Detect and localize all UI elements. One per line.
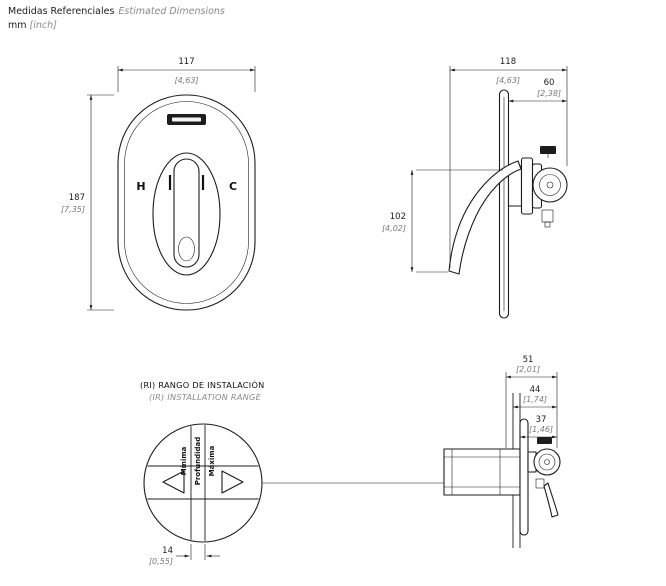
handle-lever (173, 158, 200, 268)
handle-cap-screw-section (544, 459, 550, 465)
label-profundidad: Profundidad (194, 437, 202, 486)
handle-cap-outer (532, 167, 568, 203)
sheet-title-es: Medidas Referenciales (8, 6, 114, 17)
dim-mm: 14 (162, 546, 173, 556)
cold-label: C (229, 180, 237, 193)
front-height-dimension: 187 [7,35] (61, 94, 114, 311)
install-title-es: (RI) RANGO DE INSTALACIÓN (140, 379, 265, 390)
lever-blade-section (543, 482, 559, 518)
valve-body (443, 448, 521, 496)
handle-cap-outer-section (533, 448, 561, 476)
dim-mm: 44 (530, 385, 541, 395)
dim-inch: [0,55] (149, 557, 173, 566)
handle-ring (152, 152, 221, 276)
installation-detail-circle: Mínima Profundidad Máxima (143, 423, 263, 543)
dim-inch: [2,38] (537, 89, 561, 98)
sheet-title: Medidas Referenciales Estimated Dimension… (8, 6, 225, 17)
range-arrow-left (162, 470, 185, 494)
valve-hub (520, 157, 534, 215)
dim-inch: [2,01] (516, 365, 540, 374)
label-minima: Mínima (180, 446, 188, 475)
side-overall-dimension: 118 [4,63] (449, 57, 568, 268)
dim-inch: [4,02] (382, 224, 406, 233)
dim-mm: 187 (69, 193, 85, 203)
adjust-range-dimension: 14 [0,55] (149, 544, 220, 566)
install-title-en: (IR) INSTALLATION RANGE (149, 392, 262, 402)
escutcheon-plate-outer (117, 94, 256, 311)
unit-metric-label: mm (8, 20, 27, 31)
front-width-dimension: 117 [4,63] (117, 57, 256, 92)
lever-blade (448, 160, 522, 275)
installation-section-view (443, 393, 561, 548)
side-protrusion-dimension: 60 [2,38] (508, 78, 567, 103)
dim-mm: 118 (500, 57, 516, 67)
hot-label: H (136, 180, 145, 193)
depth-dimensions: 51 [2,01] 44 [1,74] 37 [1,46] (505, 355, 558, 448)
header: Medidas Referenciales Estimated Dimension… (8, 6, 225, 31)
plate-section-profile (519, 418, 529, 536)
sheet-title-en: Estimated Dimensions (118, 6, 225, 17)
side-handle-drop-dimension: 102 [4,02] (382, 169, 503, 273)
unit-imperial-label: [inch] (30, 20, 58, 31)
handle-lever-detail (178, 236, 195, 262)
escutcheon-plate-inner (124, 101, 249, 304)
diverter-detail-section (535, 478, 545, 489)
range-arrow-right (221, 470, 244, 494)
dim-inch: [1,74] (523, 395, 547, 404)
brand-mark-side (540, 146, 556, 154)
handle-cap-inner (539, 174, 561, 196)
dim-mm: 37 (536, 415, 547, 425)
handle-cap-screw (546, 181, 554, 189)
front-view: H C (117, 94, 256, 311)
dim-inch: [7,35] (61, 205, 85, 214)
dim-mm: 117 (178, 57, 194, 67)
label-maxima: Máxima (208, 445, 216, 476)
dim-inch: [4,63] (496, 76, 520, 85)
dim-inch: [4,63] (174, 76, 198, 85)
diverter-stem (544, 221, 551, 228)
detail-content: Mínima Profundidad Máxima (145, 425, 261, 541)
dim-inch: [1,46] (529, 425, 553, 434)
dim-mm: 60 (544, 78, 555, 88)
handle-cap-inner-section (538, 453, 556, 471)
valve-body-section (145, 465, 261, 500)
dim-mm: 51 (523, 355, 534, 365)
side-view (448, 89, 568, 319)
brand-mark-section (537, 437, 552, 444)
units-note: mm[inch] (8, 20, 57, 31)
installation-range-title: (RI) RANGO DE INSTALACIÓN (IR) INSTALLAT… (140, 379, 265, 402)
dim-mm: 102 (390, 212, 406, 222)
brand-logo-text (172, 117, 201, 122)
